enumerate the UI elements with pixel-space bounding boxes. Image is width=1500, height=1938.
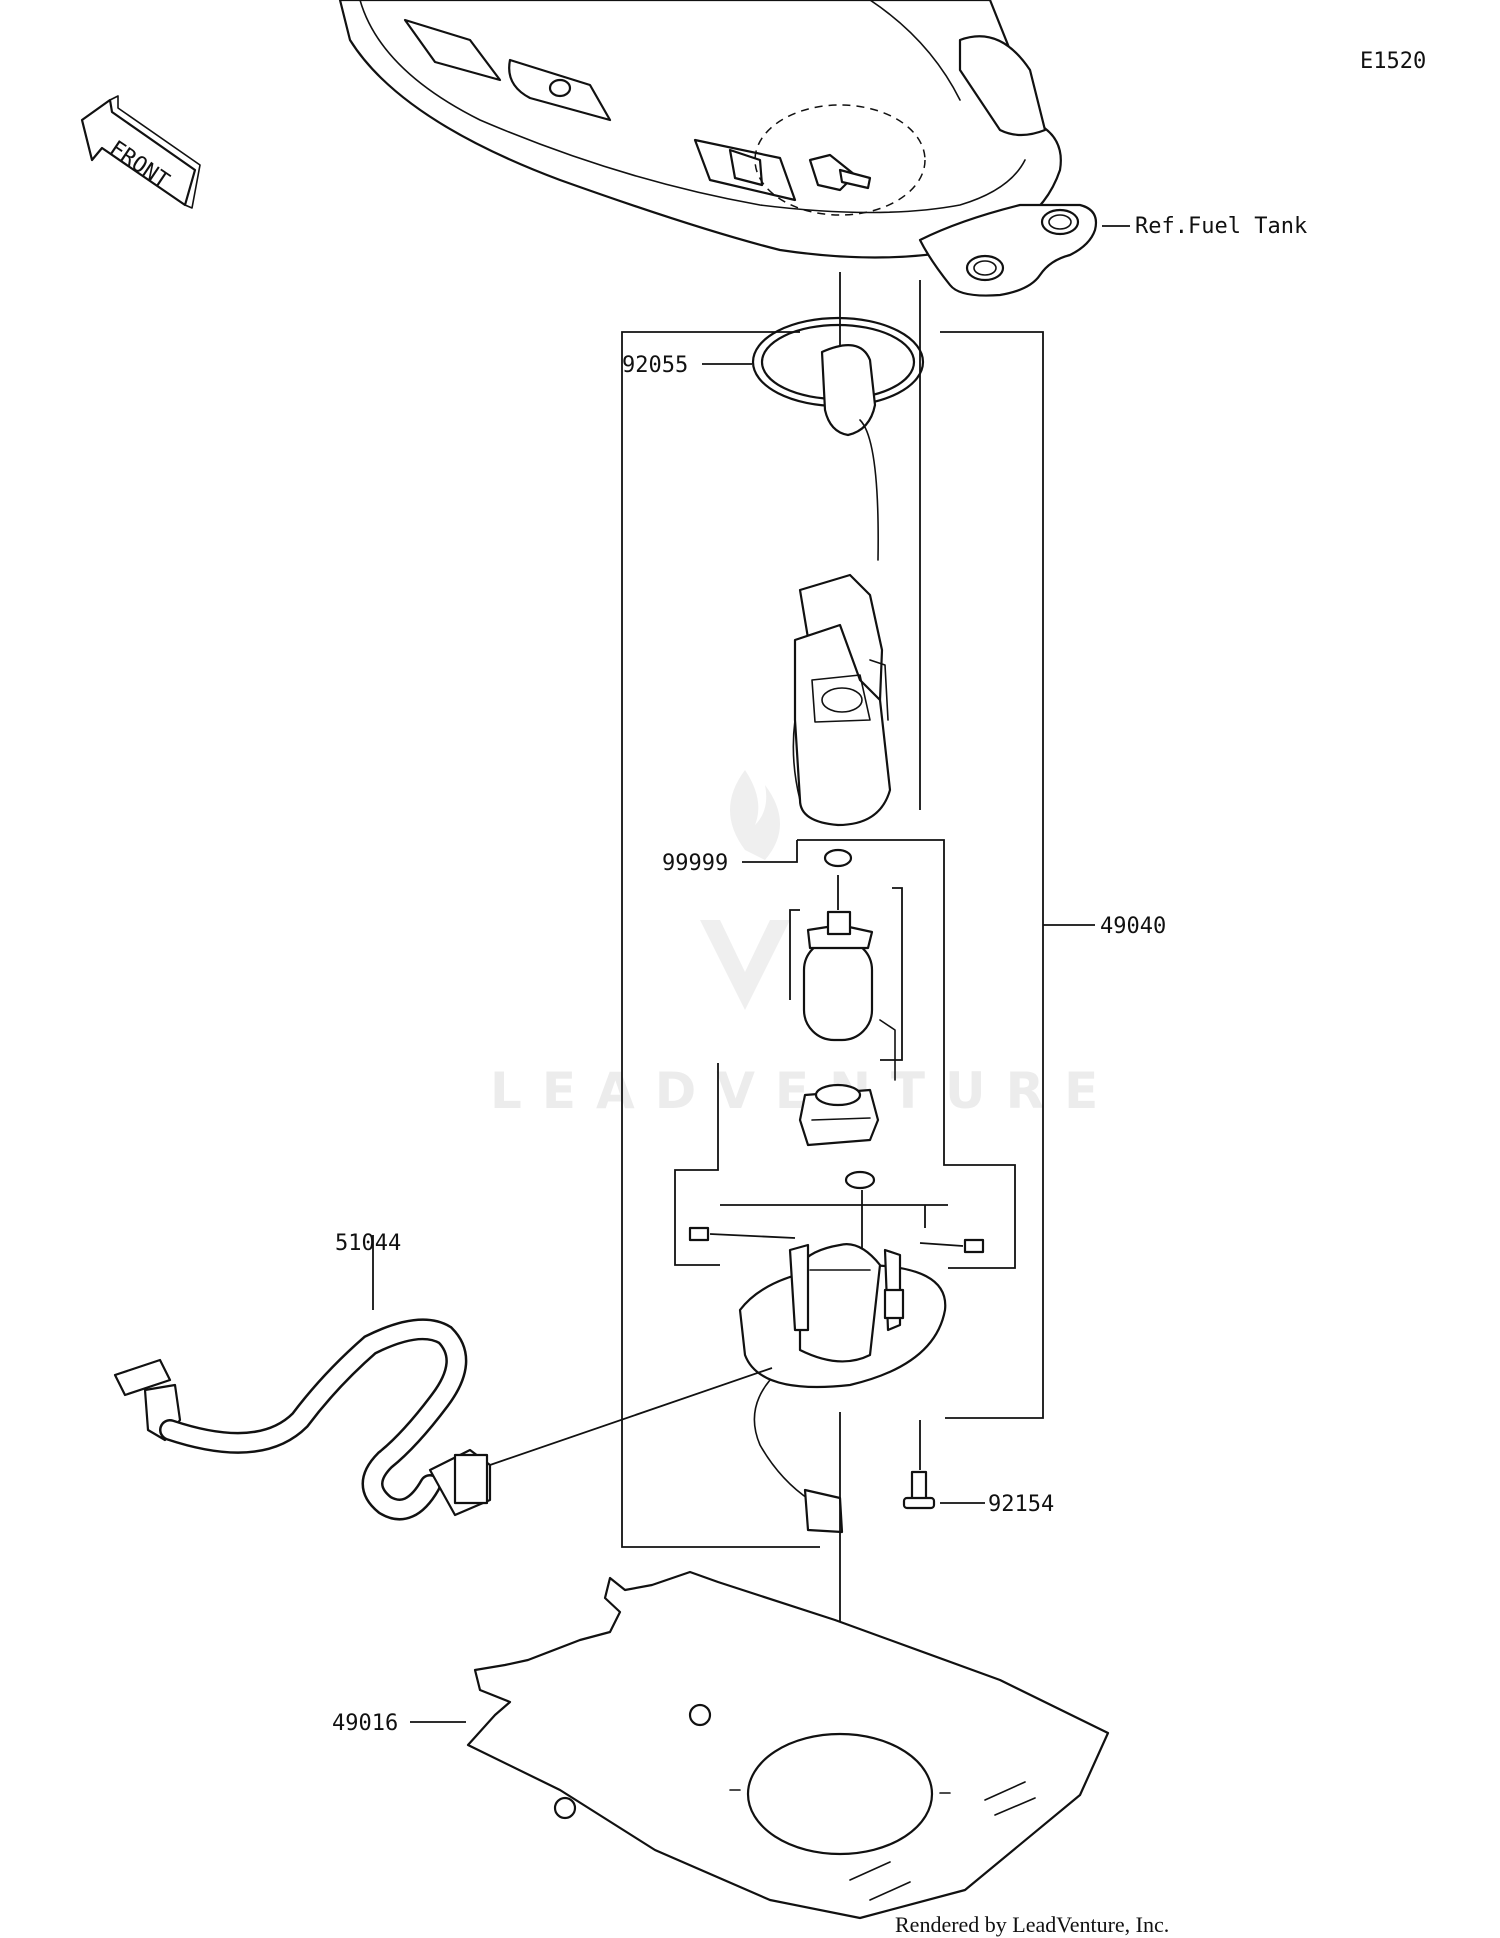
fuel-filter — [674, 1063, 880, 1266]
callout-99999: 99999 — [662, 851, 728, 876]
retaining-screws — [688, 1190, 985, 1255]
callout-92154: 92154 — [988, 1492, 1054, 1517]
callout-92055: 92055 — [622, 353, 688, 378]
wire-harness — [113, 1318, 492, 1521]
diagram-code: E1520 — [1360, 49, 1426, 74]
callout-49040: 49040 — [1100, 914, 1166, 939]
fuel-pump-motor — [789, 875, 903, 1081]
bolt — [902, 1470, 936, 1510]
callout-51044: 51044 — [335, 1231, 401, 1256]
callout-49016: 49016 — [332, 1711, 398, 1736]
heat-shield-plate — [466, 1570, 1110, 1920]
fuel-tank — [338, 0, 1098, 297]
watermark-text: LEADVENTURE — [490, 1062, 1118, 1120]
pump-flange — [738, 1243, 947, 1389]
ref-fuel-tank-label: Ref.Fuel Tank — [1135, 214, 1307, 239]
fuel-level-sender — [792, 344, 892, 827]
gasket-upper — [823, 848, 853, 868]
front-arrow-icon: FRONT — [80, 95, 201, 209]
credit-text: Rendered by LeadVenture, Inc. — [895, 1912, 1169, 1937]
watermark: LEADVENTURE — [490, 770, 1118, 1120]
